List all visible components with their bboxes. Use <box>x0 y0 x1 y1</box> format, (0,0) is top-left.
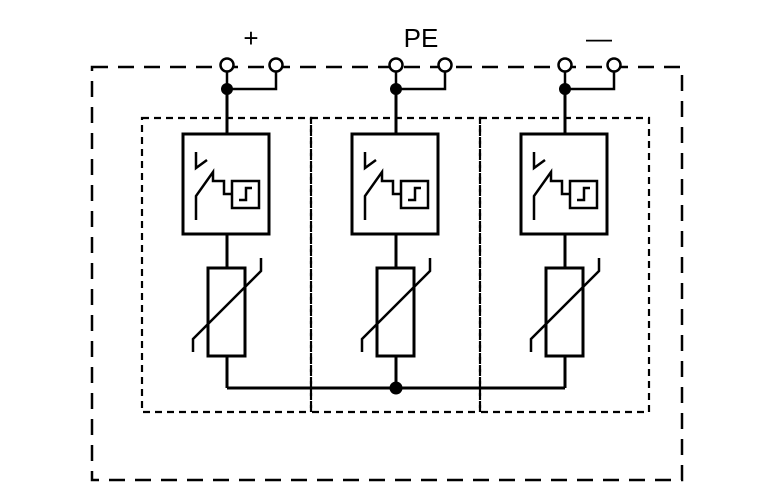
terminal-circle-icon[interactable] <box>606 57 622 73</box>
varistor-symbol-icon <box>529 258 601 358</box>
column-left <box>181 57 284 388</box>
disconnector-symbol-icon <box>350 132 440 236</box>
column-middle <box>350 57 453 388</box>
terminal-label-minus: — <box>586 23 612 53</box>
disconnector-symbol-icon <box>519 132 609 236</box>
terminal-label-plus: + <box>243 23 258 53</box>
junction-dot-icon <box>389 381 403 395</box>
outer-enclosure <box>90 65 684 482</box>
disconnector-symbol-icon <box>181 132 271 236</box>
terminal-label-pe: PE <box>404 23 439 53</box>
terminal-circle-icon[interactable] <box>388 57 404 73</box>
terminal-circle-icon[interactable] <box>268 57 284 73</box>
varistor-symbol-icon <box>360 258 432 358</box>
terminal-circle-icon[interactable] <box>219 57 235 73</box>
terminal-circle-icon[interactable] <box>557 57 573 73</box>
varistor-symbol-icon <box>191 258 263 358</box>
terminal-circle-icon[interactable] <box>437 57 453 73</box>
column-right <box>519 57 622 388</box>
